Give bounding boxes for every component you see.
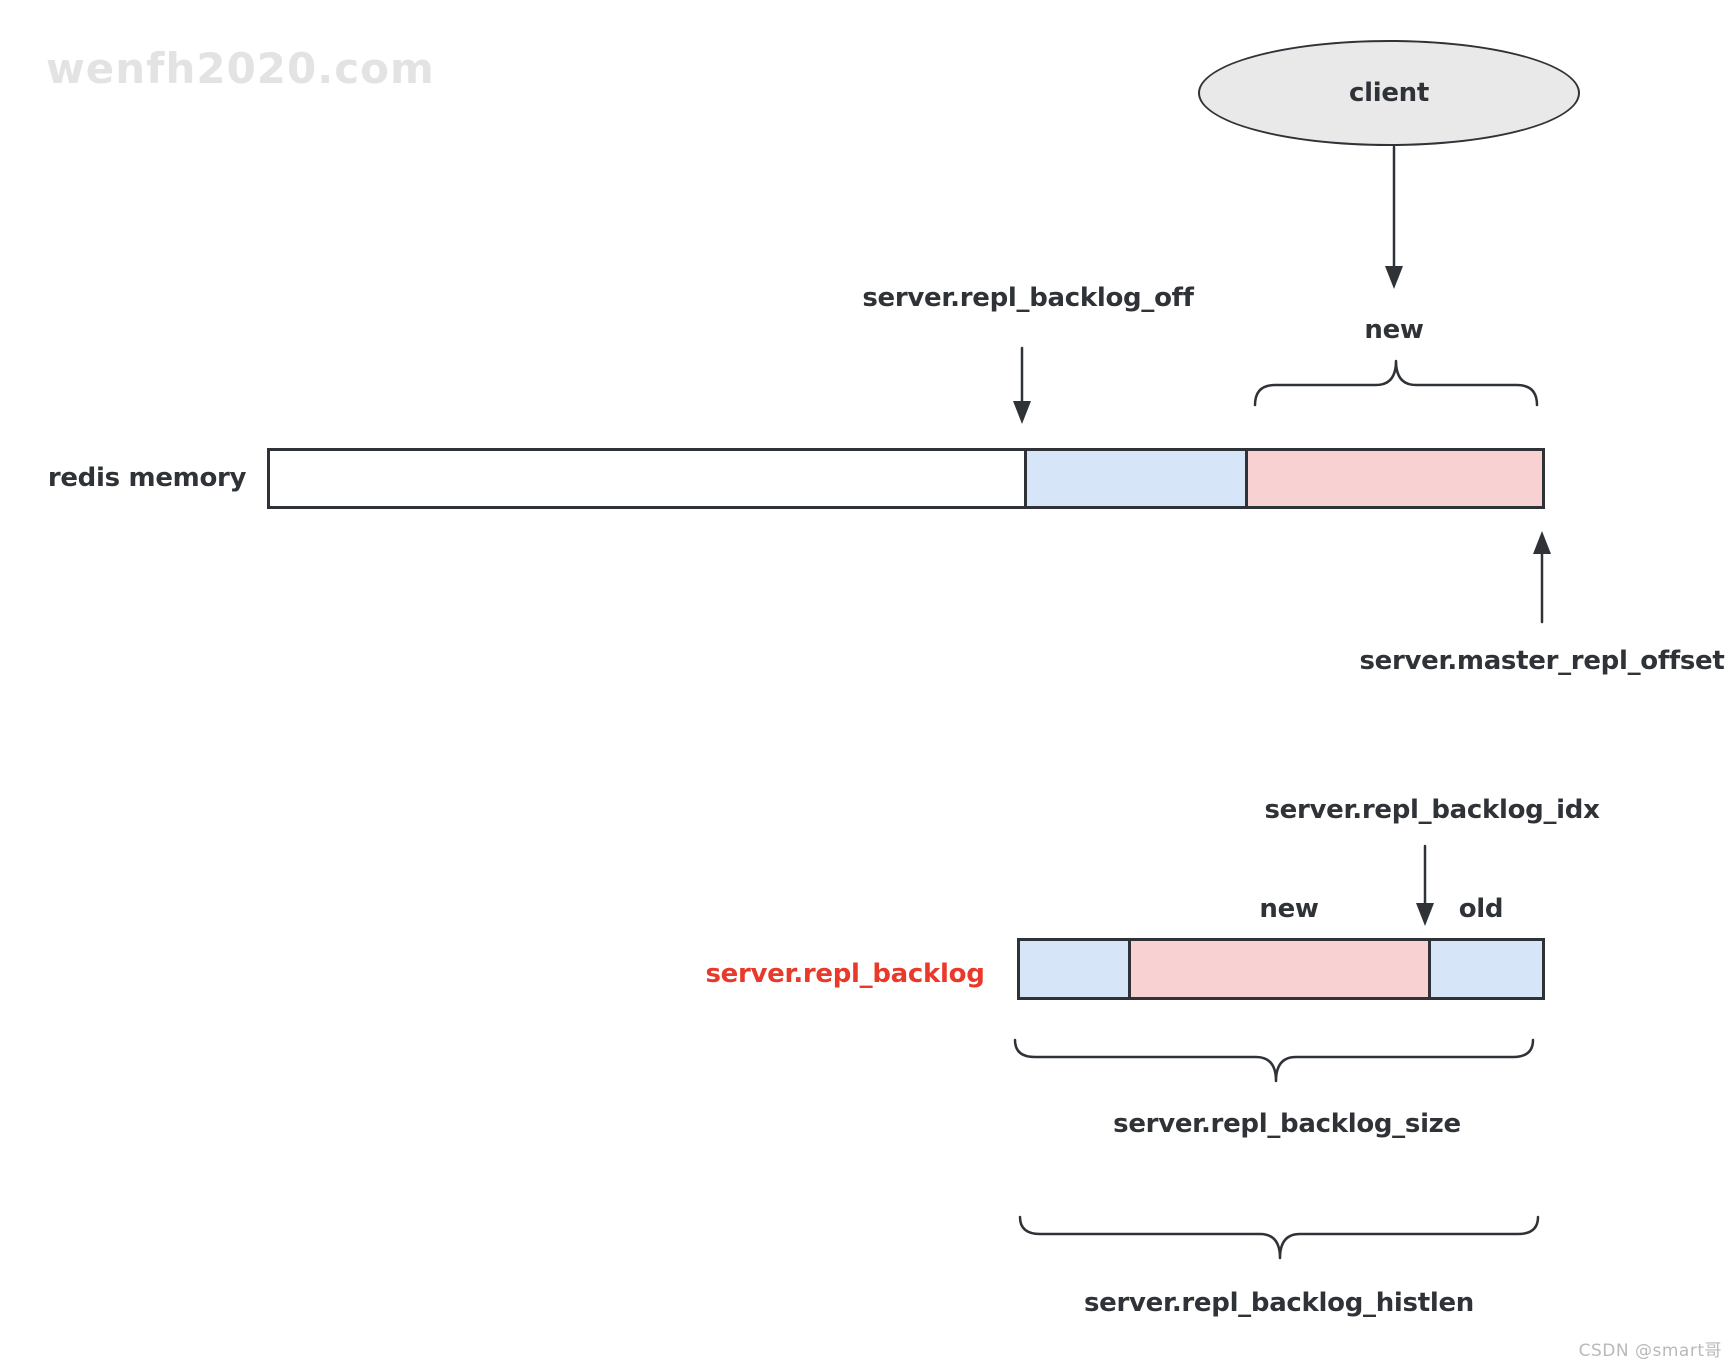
redis-memory-label: redis memory [47,463,247,493]
site-watermark: wenfh2020.com [46,44,435,93]
repl-backlog-off-label: server.repl_backlog_off [862,283,1194,313]
backlog-old-segment [1428,941,1542,997]
repl-backlog-histlen-label: server.repl_backlog_histlen [1083,1288,1475,1318]
new-region-brace [1253,359,1539,407]
repl-backlog-label: server.repl_backlog [705,959,985,989]
master-repl-offset-arrow [1533,531,1551,624]
repl-backlog-size-label: server.repl_backlog_size [1113,1109,1461,1139]
new-label-top: new [1364,315,1424,345]
backlog-new-segment [1128,941,1428,997]
repl-backlog-idx-arrow [1416,844,1434,926]
memory-free-segment [270,451,1024,506]
memory-backlog-old-segment [1024,451,1245,506]
repl-backlog-off-arrow [1013,346,1031,424]
client-label: client [1348,78,1429,108]
old-label-bottom: old [1458,894,1504,924]
repl-backlog-bar [1017,938,1545,1000]
repl-backlog-histlen-brace [1018,1215,1540,1260]
client-arrow [1385,145,1403,289]
repl-backlog-size-brace [1013,1038,1535,1083]
client-node: client [1198,40,1580,146]
csdn-watermark: CSDN @smart哥 [1578,1341,1722,1361]
redis-memory-bar [267,448,1545,509]
backlog-head-segment [1020,941,1128,997]
new-label-bottom: new [1259,894,1319,924]
master-repl-offset-label: server.master_repl_offset [1359,646,1725,676]
memory-backlog-new-segment [1245,451,1542,506]
repl-backlog-idx-label: server.repl_backlog_idx [1264,795,1600,825]
